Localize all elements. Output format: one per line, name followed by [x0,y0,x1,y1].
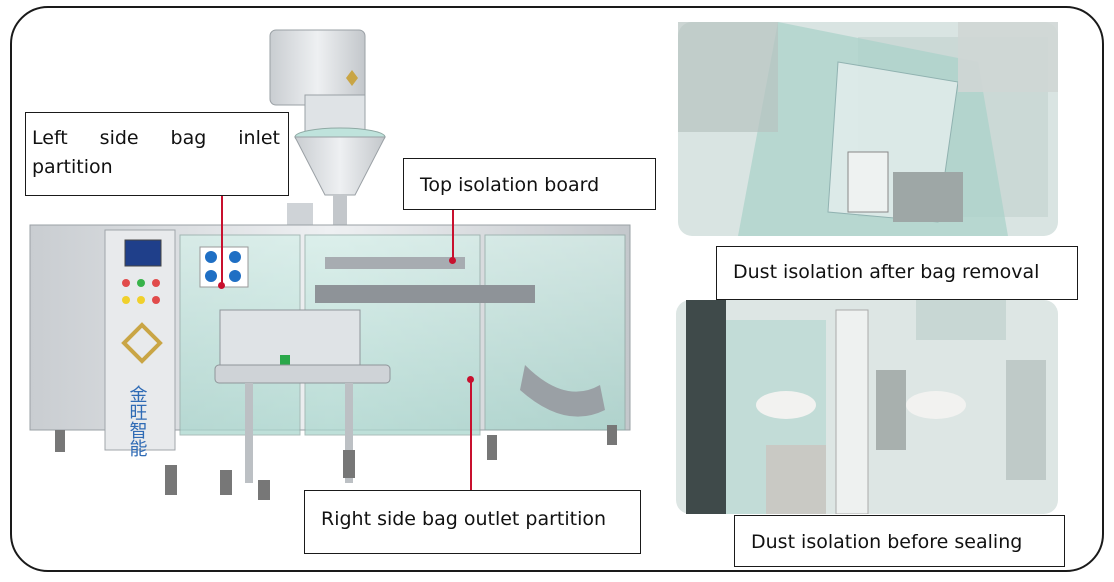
brand-emblem [121,322,163,364]
diamond-logo [346,70,358,86]
leader-dot-right-outlet [467,376,474,383]
packaging-machine-illustration: 金旺智能 [29,29,631,500]
bag-outlet-chute [520,365,605,417]
leader-dot-top-board [449,257,456,264]
status-light-yellow [122,296,130,304]
leader-right-outlet [470,380,472,492]
status-light-green [122,279,130,287]
hmi-screen [124,239,162,267]
hopper-cone [294,136,386,196]
status-light-red [137,279,145,287]
callout-left-inlet-text: Left side bag inlet partition [32,127,280,179]
callout-right-outlet-text: Right side bag outlet partition [321,508,607,530]
callout-dust-after-removal-text: Dust isolation after bag removal [733,261,1040,283]
bag-rotary-mechanism [315,285,535,303]
callout-right-outlet: Right side bag outlet partition [304,490,641,554]
status-light-red3 [152,296,160,304]
auger-column [269,29,366,106]
status-light-red2 [152,279,160,287]
leader-top-board [452,206,454,262]
callout-dust-before-sealing-text: Dust isolation before sealing [751,531,1023,553]
hopper-spout [333,195,347,230]
inset-photo-before-sealing [676,300,1058,514]
callout-top-board: Top isolation board [403,158,656,210]
rounded-frame [10,6,1104,572]
bag-feeder-table [214,364,391,384]
control-panel [104,229,176,451]
inset-photo-after-bag-removal [678,22,1058,236]
leader-dot-left-inlet [218,282,225,289]
callout-dust-after-removal: Dust isolation after bag removal [716,246,1078,300]
brand-chars: 金旺智能 [127,385,148,457]
callout-top-board-text: Top isolation board [420,174,600,196]
status-light-yellow2 [137,296,145,304]
callout-dust-before-sealing: Dust isolation before sealing [734,515,1065,567]
leader-left-inlet [221,196,223,286]
callout-left-inlet: Left side bag inlet partition [25,112,289,196]
